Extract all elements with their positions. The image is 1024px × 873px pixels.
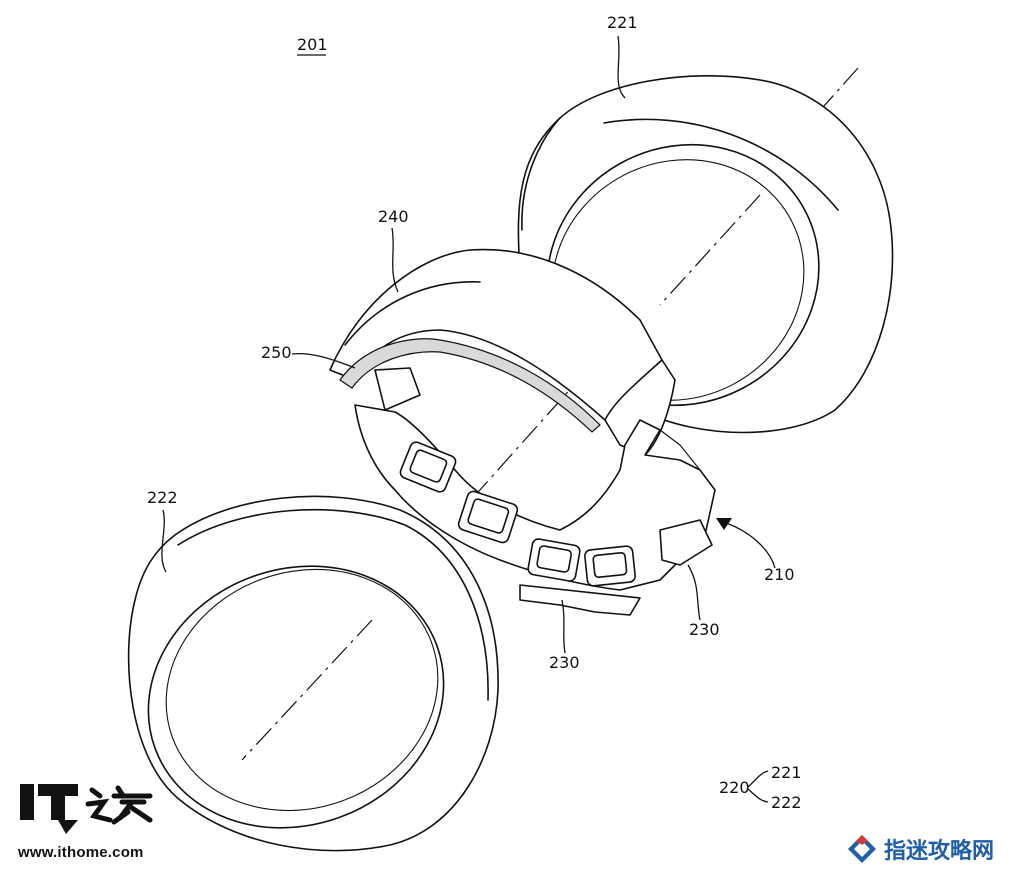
leader-210 <box>719 520 776 569</box>
bracket-220-bottom <box>747 788 769 803</box>
arrowhead-210 <box>716 518 732 530</box>
label-222-left: 222 <box>147 488 178 507</box>
diamond-logo-icon <box>848 835 876 863</box>
label-220-222: 222 <box>771 793 802 812</box>
leader-240 <box>391 227 399 293</box>
leader-221 <box>617 35 626 99</box>
label-230-bottom: 230 <box>549 653 580 672</box>
label-220: 220 <box>719 778 750 797</box>
figure-number-201: 201 <box>297 35 328 54</box>
axis-inside-ring-221 <box>659 194 761 306</box>
label-230-right: 230 <box>689 620 720 639</box>
site-name: 指迷攻略网 <box>884 838 995 864</box>
site-watermark: 指迷攻略网 <box>846 832 994 866</box>
leader-250 <box>291 352 356 369</box>
ithome-url: www.ithome.com <box>18 844 144 861</box>
ring-222 <box>127 495 499 852</box>
leader-222 <box>161 509 167 573</box>
leader-230-bottom <box>561 599 566 654</box>
label-250: 250 <box>261 343 292 362</box>
ithome-logo <box>20 784 153 834</box>
axis-inside-ring-222 <box>241 619 373 761</box>
board-210 <box>354 367 716 616</box>
bracket-220-top <box>747 770 769 788</box>
label-210: 210 <box>764 565 795 584</box>
label-221-top: 221 <box>607 13 638 32</box>
label-240: 240 <box>378 207 409 226</box>
label-220-221: 221 <box>771 763 802 782</box>
leader-230-right <box>687 564 701 621</box>
